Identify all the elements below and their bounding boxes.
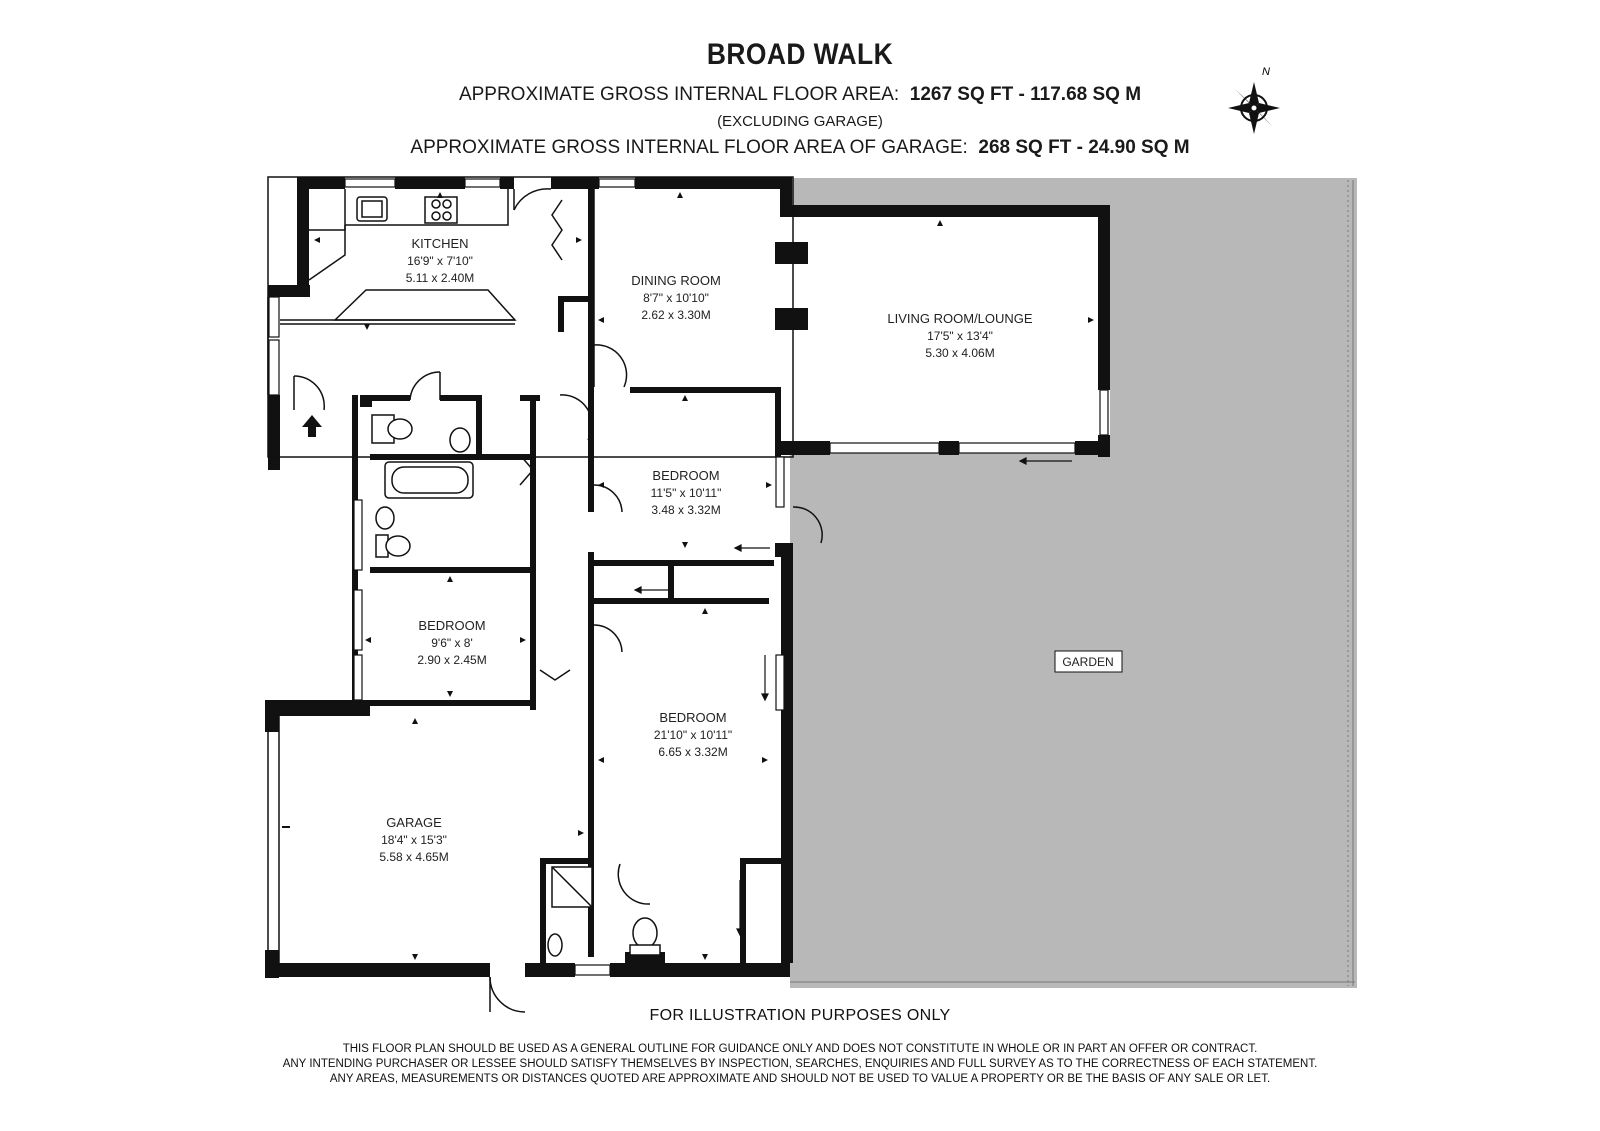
garage-label: GARAGE 18'4" x 15'3" 5.58 x 4.65M	[379, 815, 448, 864]
dimension-markers	[282, 192, 1094, 960]
area-line: APPROXIMATE GROSS INTERNAL FLOOR AREA: 1…	[0, 84, 1600, 106]
svg-text:21'10" x 10'11": 21'10" x 10'11"	[654, 728, 732, 742]
compass-rose-icon: N	[1228, 66, 1280, 134]
svg-text:BEDROOM: BEDROOM	[418, 618, 485, 633]
bathroom-fixtures	[371, 414, 661, 957]
area-value: 1267 SQ FT - 117.68 SQ M	[909, 84, 1142, 105]
excluding-note: (EXCLUDING GARAGE)	[717, 113, 883, 130]
walls	[265, 177, 1110, 978]
svg-text:5.58 x 4.65M: 5.58 x 4.65M	[379, 850, 448, 864]
disclaimer-line: ANY INTENDING PURCHASER OR LESSEE SHOULD…	[282, 1058, 1318, 1070]
bedroom-2-label: BEDROOM 9'6" x 8' 2.90 x 2.45M	[417, 618, 486, 667]
dining-furniture	[775, 242, 808, 330]
svg-text:6.65 x 3.32M: 6.65 x 3.32M	[658, 745, 727, 759]
garden-area: GARDEN	[790, 178, 1357, 988]
svg-text:3.48 x 3.32M: 3.48 x 3.32M	[651, 503, 720, 517]
svg-text:11'5" x 10'11": 11'5" x 10'11"	[651, 486, 722, 500]
windows	[268, 178, 1109, 976]
svg-text:LIVING ROOM/LOUNGE: LIVING ROOM/LOUNGE	[887, 311, 1033, 326]
kitchen-label: KITCHEN 16'9" x 7'10" 5.11 x 2.40M	[406, 236, 474, 285]
bedroom-3-label: BEDROOM 21'10" x 10'11" 6.65 x 3.32M	[654, 710, 732, 759]
svg-text:5.11 x 2.40M: 5.11 x 2.40M	[406, 271, 474, 285]
door-swings	[293, 188, 823, 1013]
illustration-note: FOR ILLUSTRATION PURPOSES ONLY	[649, 1007, 951, 1024]
area-label: APPROXIMATE GROSS INTERNAL FLOOR AREA:	[458, 84, 900, 105]
garage-area-label: APPROXIMATE GROSS INTERNAL FLOOR AREA OF…	[410, 137, 968, 158]
svg-text:BEDROOM: BEDROOM	[659, 710, 726, 725]
room-labels: KITCHEN 16'9" x 7'10" 5.11 x 2.40M DININ…	[379, 236, 1033, 864]
compass-north-label: N	[1262, 66, 1270, 78]
garage-area-line: APPROXIMATE GROSS INTERNAL FLOOR AREA OF…	[0, 137, 1600, 159]
svg-text:KITCHEN: KITCHEN	[411, 236, 468, 251]
svg-text:BEDROOM: BEDROOM	[652, 468, 719, 483]
entrance-arrow-icon	[302, 415, 322, 437]
disclaimer: THIS FLOOR PLAN SHOULD BE USED AS A GENE…	[0, 1042, 1600, 1087]
bedroom-1-label: BEDROOM 11'5" x 10'11" 3.48 x 3.32M	[651, 468, 722, 517]
disclaimer-line: THIS FLOOR PLAN SHOULD BE USED AS A GENE…	[342, 1043, 1258, 1055]
svg-text:DINING ROOM: DINING ROOM	[631, 273, 721, 288]
svg-text:2.90 x 2.45M: 2.90 x 2.45M	[417, 653, 486, 667]
svg-text:GARAGE: GARAGE	[386, 815, 442, 830]
svg-text:16'9" x 7'10": 16'9" x 7'10"	[407, 254, 473, 268]
svg-text:8'7" x 10'10": 8'7" x 10'10"	[643, 291, 709, 305]
sliding-door-arrows	[633, 457, 1072, 937]
plan-title: BROAD WALK	[706, 38, 894, 71]
svg-text:18'4" x 15'3": 18'4" x 15'3"	[381, 833, 447, 847]
svg-text:5.30 x 4.06M: 5.30 x 4.06M	[925, 346, 994, 360]
svg-text:9'6" x 8': 9'6" x 8'	[431, 636, 473, 650]
living-room-label: LIVING ROOM/LOUNGE 17'5" x 13'4" 5.30 x …	[887, 311, 1033, 360]
svg-text:17'5" x 13'4": 17'5" x 13'4"	[927, 329, 993, 343]
svg-text:2.62 x 3.30M: 2.62 x 3.30M	[641, 308, 710, 322]
garage-area-value: 268 SQ FT - 24.90 SQ M	[978, 137, 1190, 158]
kitchen-counter	[280, 189, 517, 325]
garden-label: GARDEN	[1062, 655, 1113, 669]
dining-room-label: DINING ROOM 8'7" x 10'10" 2.62 x 3.30M	[631, 273, 721, 322]
disclaimer-line: ANY AREAS, MEASUREMENTS OR DISTANCES QUO…	[329, 1073, 1271, 1085]
